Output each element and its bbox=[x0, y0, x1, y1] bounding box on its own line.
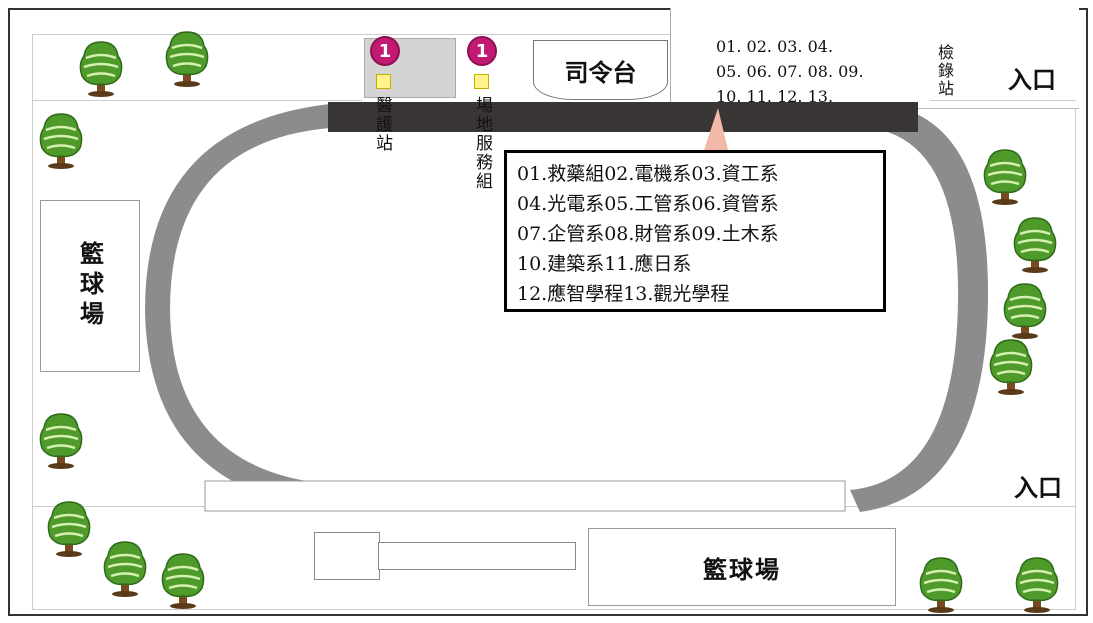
legend-row: 10.建築系11.應日系 bbox=[517, 253, 692, 275]
tree-icon bbox=[79, 40, 123, 98]
callout-pointer bbox=[704, 108, 728, 150]
tree-icon bbox=[989, 338, 1033, 396]
facility-bar bbox=[378, 542, 576, 570]
tree-icon bbox=[1015, 556, 1059, 614]
tree-icon bbox=[103, 540, 147, 598]
legend-row: 07.企管系08.財管系09.土木系 bbox=[517, 223, 779, 245]
tree-icon bbox=[919, 556, 963, 614]
facility-box bbox=[314, 532, 380, 580]
grandstand bbox=[328, 102, 918, 132]
tree-icon bbox=[161, 552, 205, 610]
track-lane bbox=[145, 104, 989, 512]
department-legend: 01.救藥組02.電機系03.資工系 04.光電系05.工管系06.資管系 07… bbox=[504, 150, 886, 312]
tree-icon bbox=[983, 148, 1027, 206]
medical-station-label: 醫護站 bbox=[372, 96, 392, 153]
id-row: 01. 02. 03. 04. bbox=[716, 37, 834, 56]
path-line bbox=[930, 100, 1076, 101]
tree-icon bbox=[39, 412, 83, 470]
tree-icon bbox=[165, 30, 209, 88]
entrance-bottom-label[interactable]: 入口 bbox=[1014, 474, 1062, 502]
location-pin-icon[interactable]: 1 bbox=[467, 36, 497, 66]
entrance-top-label[interactable]: 入口 bbox=[1008, 66, 1056, 94]
tree-icon bbox=[1003, 282, 1047, 340]
basketball-court-bottom[interactable]: 籃球場 bbox=[588, 528, 896, 606]
home-straight bbox=[204, 480, 846, 512]
legend-row: 01.救藥組02.電機系03.資工系 bbox=[517, 163, 779, 185]
campus-boundary bbox=[32, 34, 1076, 610]
marker-square-icon bbox=[376, 74, 391, 89]
map-frame bbox=[8, 8, 1088, 616]
header-panel bbox=[670, 8, 1079, 109]
legend-row: 04.光電系05.工管系06.資管系 bbox=[517, 193, 779, 215]
tree-icon bbox=[1013, 216, 1057, 274]
location-pin-icon[interactable]: 1 bbox=[370, 36, 400, 66]
venue-service-label: 場地服務組 bbox=[472, 96, 492, 191]
tree-icon bbox=[47, 500, 91, 558]
tree-icon bbox=[39, 112, 83, 170]
id-row: 05. 06. 07. 08. 09. bbox=[716, 62, 864, 81]
basketball-court-left[interactable]: 籃球場 bbox=[40, 200, 140, 372]
department-number-list: 01. 02. 03. 04. 05. 06. 07. 08. 09. 10. … bbox=[716, 34, 864, 109]
stage-label: 司令台 bbox=[564, 58, 637, 87]
checkin-station-label: 檢錄站 bbox=[935, 44, 954, 98]
path-line bbox=[32, 100, 362, 101]
legend-row: 12.應智學程13.觀光學程 bbox=[517, 283, 730, 305]
marker-square-icon bbox=[474, 74, 489, 89]
command-stage[interactable]: 司令台 bbox=[533, 40, 668, 100]
id-row: 10. 11. 12. 13. bbox=[716, 87, 834, 106]
